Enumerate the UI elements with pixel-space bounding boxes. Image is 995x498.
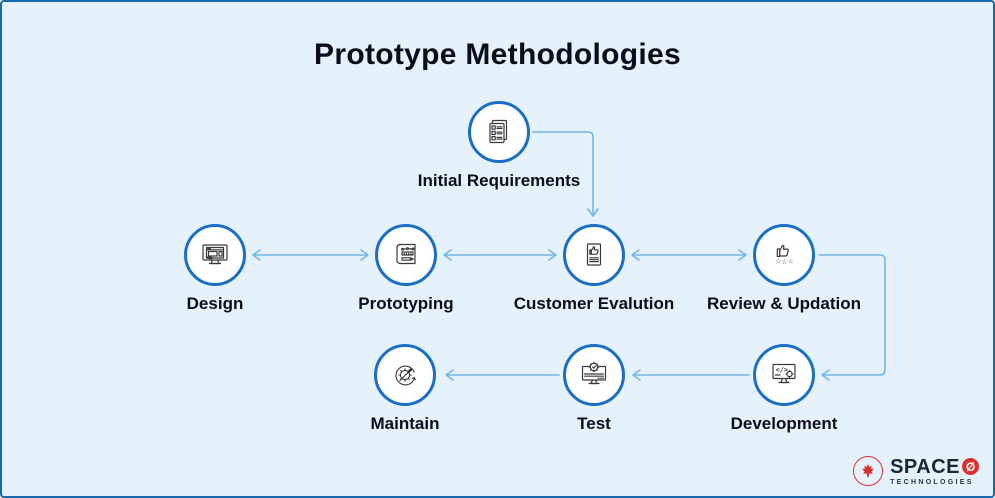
test-circle — [563, 344, 625, 406]
logo-brand-text: SPACE — [890, 455, 960, 478]
node-customer-evalution: Customer Evalution — [494, 224, 694, 314]
node-label: Review & Updation — [707, 294, 861, 313]
maintain-circle — [374, 344, 436, 406]
code-monitor-icon: </> — [767, 358, 801, 392]
blueprint-sketch-icon — [389, 238, 423, 272]
svg-text:☆: ☆ — [781, 258, 787, 266]
node-label: Maintain — [370, 414, 440, 433]
node-label: Development — [730, 414, 838, 433]
svg-text:</>: </> — [776, 366, 789, 374]
node-review-updation: ☆ ☆ ☆ Review & Updation — [684, 224, 884, 314]
review-updation-circle: ☆ ☆ ☆ — [753, 224, 815, 286]
node-test: Test — [494, 344, 694, 434]
svg-text:☆: ☆ — [788, 258, 794, 266]
node-initial-requirements: Initial Requirements — [399, 101, 599, 191]
node-development: </> Development — [684, 344, 884, 434]
svg-text:☆: ☆ — [775, 258, 781, 266]
logo-subtext: TECHNOLOGIES — [890, 478, 974, 486]
node-label: Initial Requirements — [417, 171, 581, 190]
node-design: Design — [115, 224, 315, 314]
page-title: Prototype Methodologies — [314, 38, 681, 71]
design-circle — [184, 224, 246, 286]
spaceo-technologies-logo: SPACE Ø TECHNOLOGIES — [853, 456, 979, 486]
prototyping-circle — [375, 224, 437, 286]
initial-requirements-circle — [468, 101, 530, 163]
feedback-document-icon — [577, 238, 611, 272]
design-monitor-icon — [198, 238, 232, 272]
node-label: Prototyping — [358, 294, 454, 313]
maintenance-tools-icon — [388, 358, 422, 392]
customer-evalution-circle — [563, 224, 625, 286]
node-prototyping: Prototyping — [306, 224, 506, 314]
node-label: Customer Evalution — [513, 294, 675, 313]
maple-leaf-icon — [853, 456, 884, 486]
node-label: Test — [577, 414, 611, 433]
checklist-document-icon — [482, 115, 516, 149]
test-monitor-icon — [577, 358, 611, 392]
thumbs-up-rating-icon: ☆ ☆ ☆ — [775, 238, 794, 266]
node-label: Design — [186, 294, 244, 313]
logo-o-symbol: Ø — [962, 458, 979, 475]
development-circle: </> — [753, 344, 815, 406]
node-maintain: Maintain — [305, 344, 505, 434]
